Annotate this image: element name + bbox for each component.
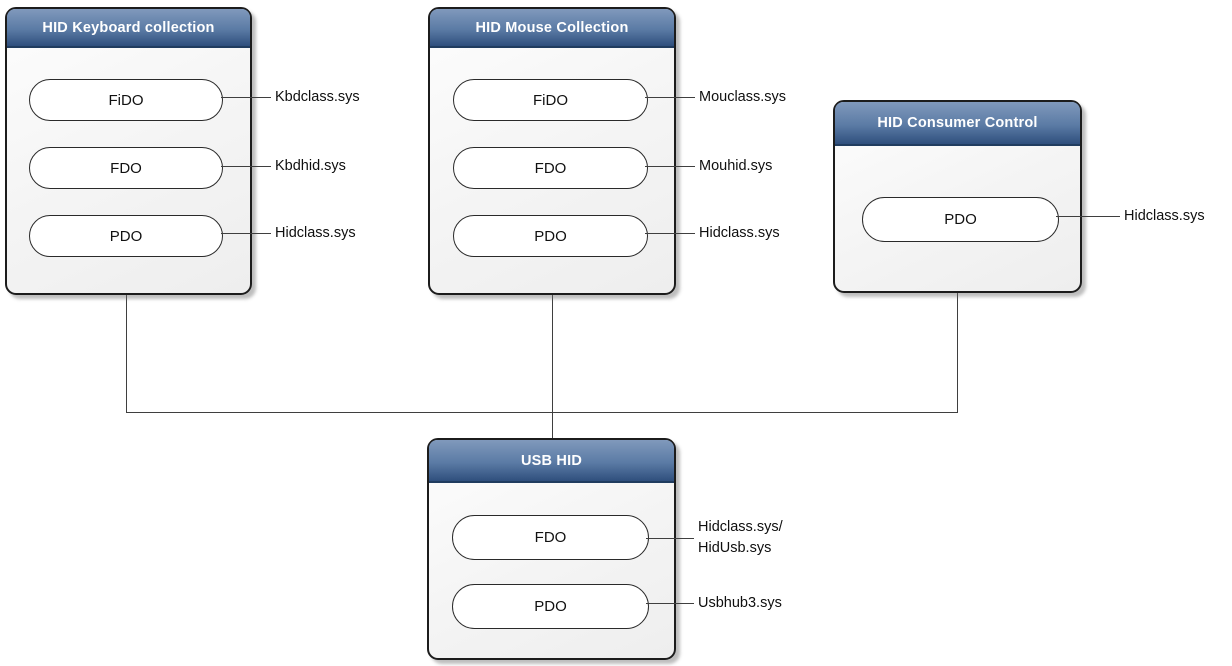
annotation-connector-line — [646, 603, 694, 605]
box-title: HID Keyboard collection — [42, 19, 215, 36]
pill-label: PDO — [534, 598, 567, 615]
diagram-box-hid-keyboard-collection: HID Keyboard collection FiDO FDO PDO — [5, 7, 252, 295]
pill-label: PDO — [534, 227, 567, 245]
pill-label: FiDO — [533, 91, 568, 109]
box-title: HID Mouse Collection — [475, 19, 629, 36]
device-object-pill-pdo: PDO — [862, 197, 1059, 242]
driver-label-kbdhid: Kbdhid.sys — [275, 158, 346, 174]
driver-label-hidclass-hidusb: Hidclass.sys/ HidUsb.sys — [698, 519, 783, 556]
device-object-pill-pdo: PDO — [453, 215, 648, 257]
driver-label-mouhid: Mouhid.sys — [699, 158, 773, 174]
driver-label-hidclass-consumer: Hidclass.sys — [1124, 208, 1205, 224]
device-object-pill-fdo: FDO — [29, 147, 223, 189]
connector-bus-horizontal — [126, 412, 958, 414]
box-header: HID Mouse Collection — [430, 9, 674, 48]
driver-label-mouclass: Mouclass.sys — [699, 89, 787, 105]
annotation-connector-line — [645, 166, 695, 168]
driver-label-kbdclass: Kbdclass.sys — [275, 89, 360, 105]
device-object-pill-pdo: PDO — [452, 584, 649, 629]
box-title: USB HID — [520, 452, 582, 469]
device-object-pill-fdo: FDO — [453, 147, 648, 189]
box-header: HID Keyboard collection — [7, 9, 250, 48]
connector-keyboard-vertical — [126, 295, 128, 413]
pill-label: FDO — [534, 159, 567, 177]
annotation-connector-line — [645, 233, 695, 235]
device-object-pill-fido: FiDO — [453, 79, 648, 121]
annotation-connector-line — [221, 233, 271, 235]
driver-label-usbhub3: Usbhub3.sys — [698, 595, 782, 611]
annotation-connector-line — [221, 97, 271, 99]
device-object-pill-pdo: PDO — [29, 215, 223, 257]
pill-label: PDO — [109, 227, 143, 245]
diagram-box-usb-hid: USB HID FDO PDO — [427, 438, 676, 660]
device-object-pill-fido: FiDO — [29, 79, 223, 121]
annotation-connector-line — [646, 538, 694, 540]
device-object-pill-fdo: FDO — [452, 515, 649, 560]
pill-label: FiDO — [108, 91, 144, 109]
pill-label: FDO — [110, 159, 142, 177]
box-header: USB HID — [429, 440, 674, 483]
box-header: HID Consumer Control — [835, 102, 1080, 146]
diagram-box-hid-consumer-control: HID Consumer Control PDO — [833, 100, 1082, 293]
driver-label-hidclass-mouse: Hidclass.sys — [699, 225, 780, 241]
pill-label: PDO — [944, 211, 977, 228]
box-title: HID Consumer Control — [877, 115, 1038, 131]
diagram-box-hid-mouse-collection: HID Mouse Collection FiDO FDO PDO — [428, 7, 676, 295]
annotation-connector-line — [1056, 216, 1120, 218]
annotation-connector-line — [645, 97, 695, 99]
pill-label: FDO — [534, 529, 567, 546]
driver-label-hidclass-keyboard: Hidclass.sys — [275, 225, 356, 241]
connector-mouse-vertical — [552, 295, 554, 439]
annotation-connector-line — [221, 166, 271, 168]
connector-consumer-vertical — [957, 292, 959, 413]
